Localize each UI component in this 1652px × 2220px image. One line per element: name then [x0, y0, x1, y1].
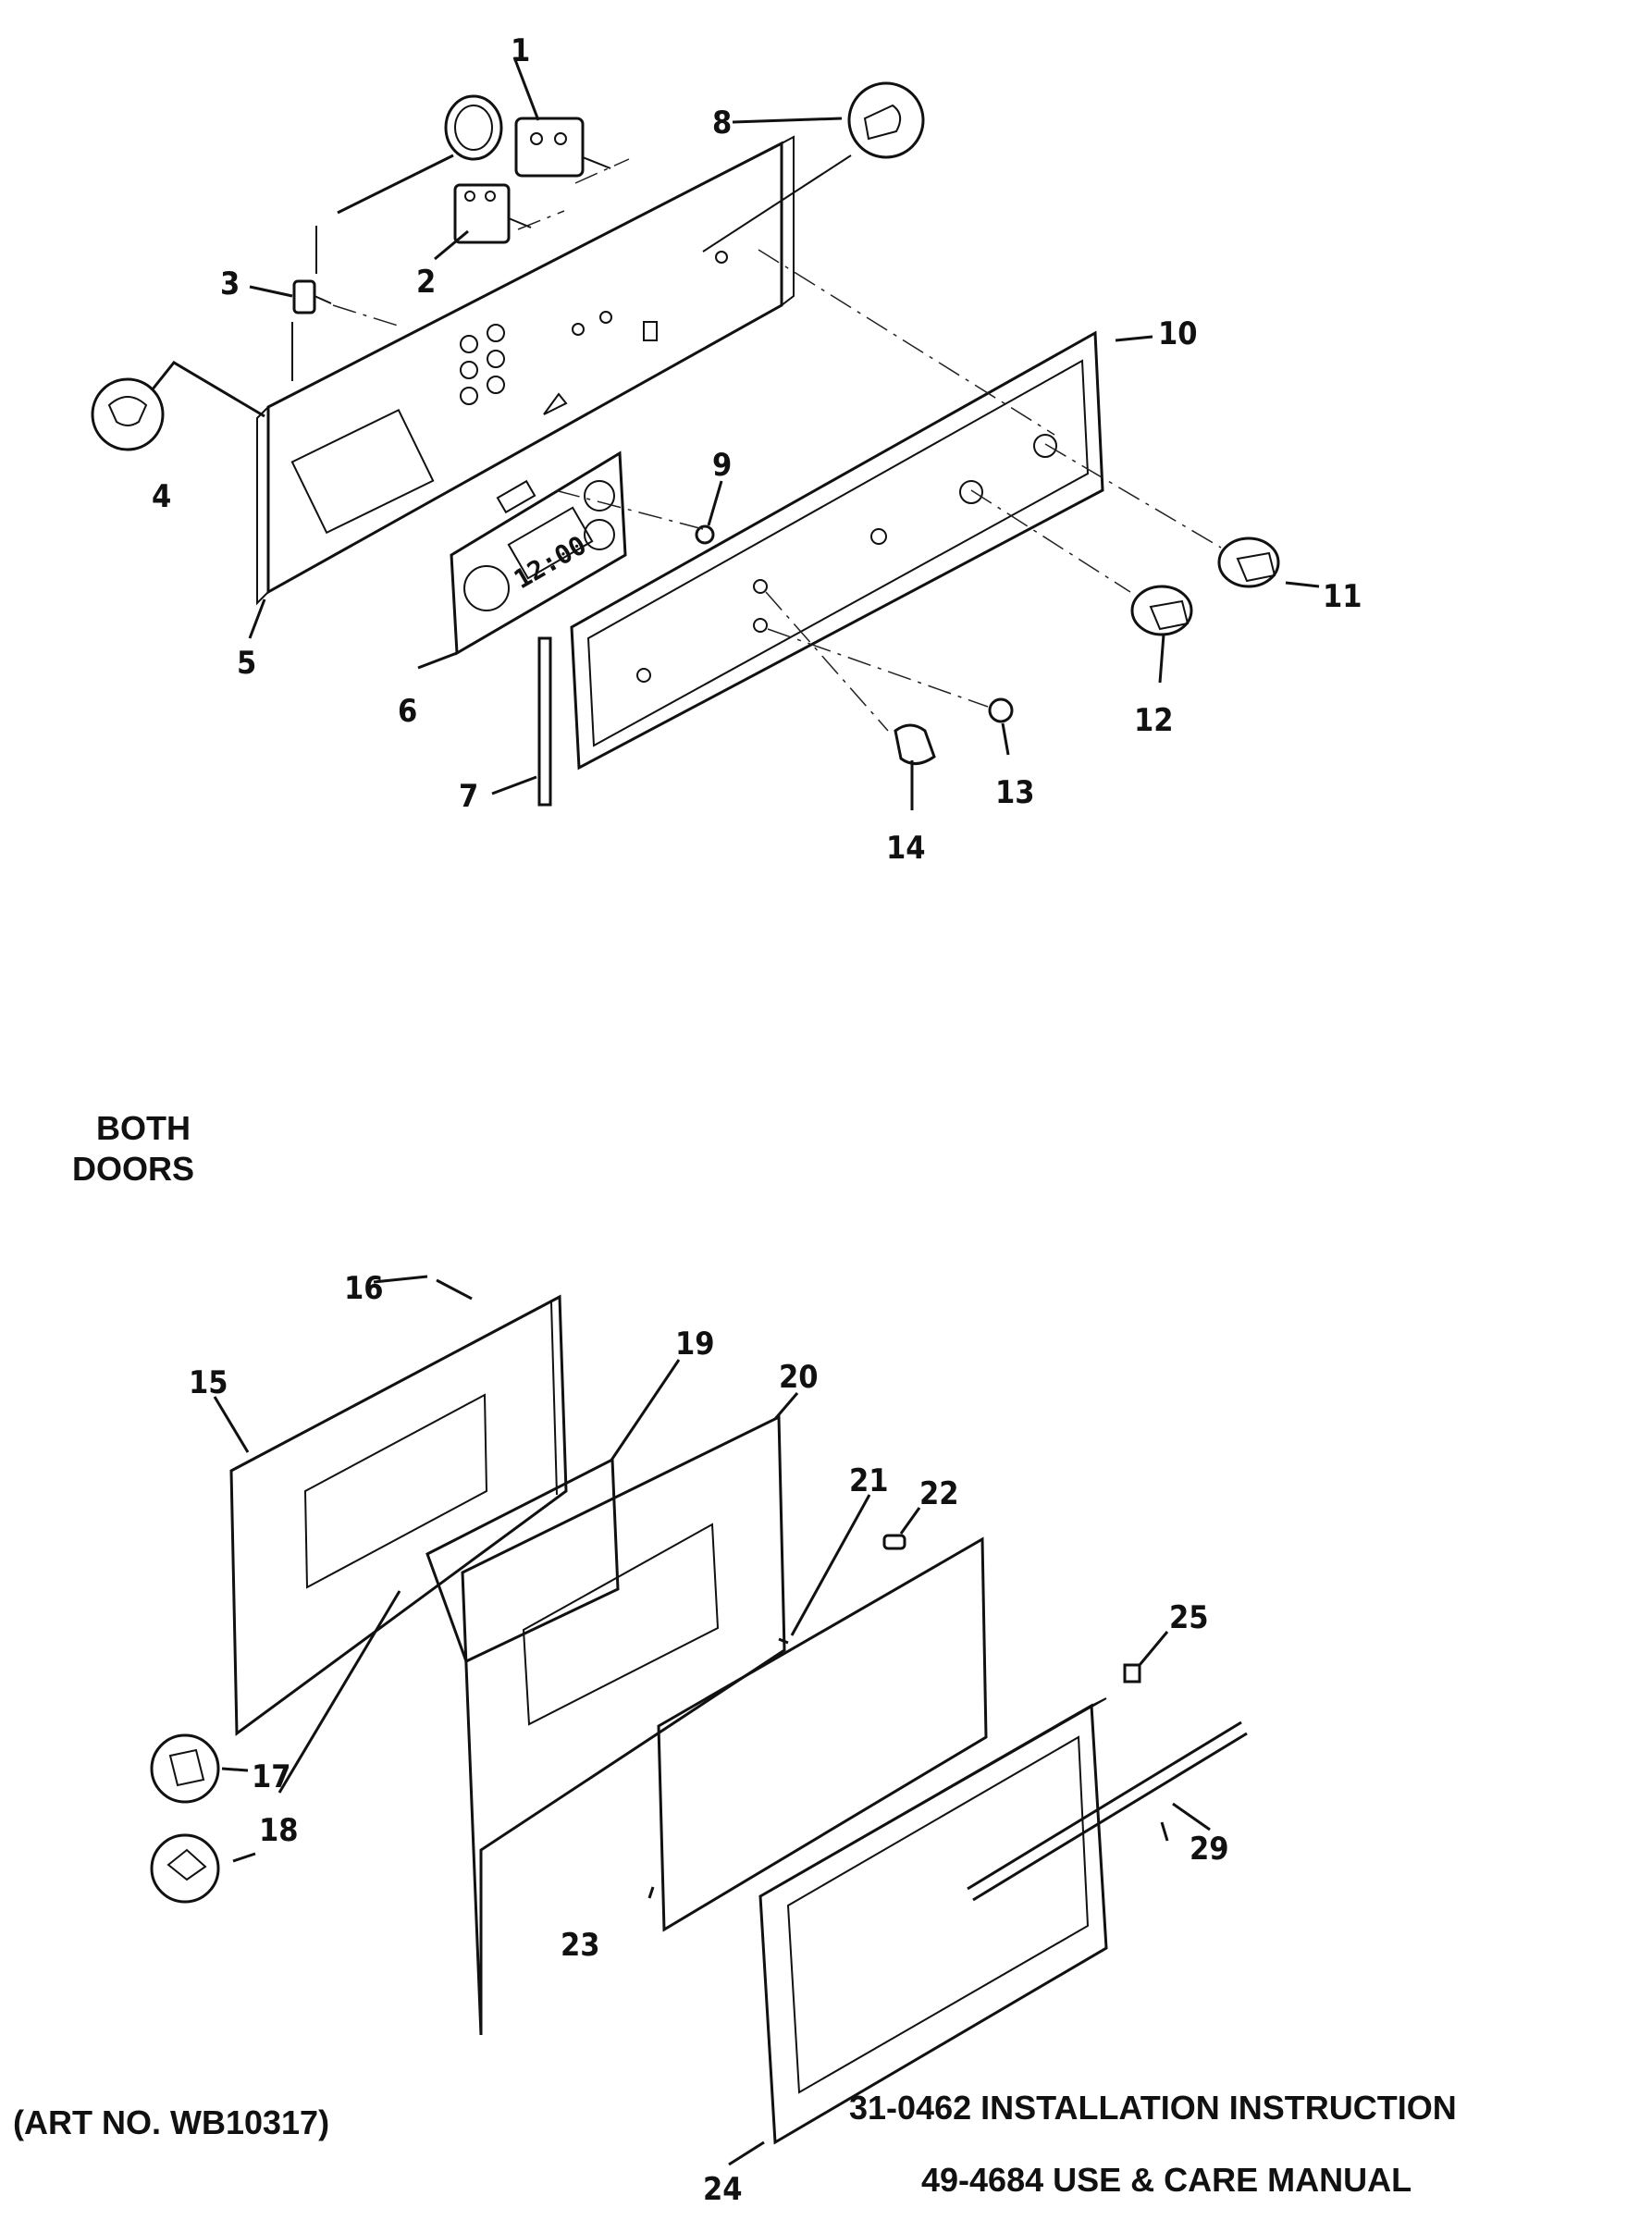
part-12-knob [1130, 585, 1193, 636]
part-15-inner-door [229, 1294, 568, 1736]
part-5-bracket [256, 135, 795, 606]
callout-7: 7 [459, 778, 478, 815]
callout-6: 6 [398, 693, 417, 730]
callout-1: 1 [511, 32, 530, 69]
door-assembly [150, 1275, 1248, 2166]
part-21-pin [778, 1637, 789, 1645]
part-11-knob [1217, 536, 1280, 588]
part-18-detail [150, 1833, 220, 1904]
leader-lines-top [248, 56, 1320, 810]
part-16-screw [436, 1278, 473, 1301]
callout-numbers: 1 2 3 4 5 6 7 8 9 10 11 12 13 14 15 16 1… [152, 32, 1362, 2208]
heading-line-1: BOTH [96, 1109, 191, 1147]
control-panel-assembly: 12:00 [91, 56, 1320, 810]
callout-21: 21 [849, 1462, 889, 1499]
callout-8: 8 [712, 105, 732, 142]
callout-17: 17 [252, 1758, 291, 1795]
callout-2: 2 [416, 264, 436, 301]
art-number: (ART NO. WB10317) [13, 2103, 330, 2141]
part-29-handle [967, 1720, 1248, 1902]
heading-line-2: DOORS [72, 1150, 195, 1188]
callout-5: 5 [237, 645, 256, 682]
part-14-knob [894, 723, 936, 765]
part-10-control-panel [570, 330, 1104, 771]
callout-14: 14 [886, 830, 926, 867]
part-3-switch [291, 226, 332, 381]
callout-29: 29 [1190, 1831, 1229, 1868]
part-8-lamp-detail [702, 81, 925, 253]
part-25-clip [1123, 1663, 1141, 1684]
callout-13: 13 [995, 774, 1035, 811]
callout-25: 25 [1169, 1599, 1209, 1636]
callout-23: 23 [561, 1927, 600, 1964]
assembly-lines-top [332, 158, 1222, 732]
callout-4: 4 [152, 478, 171, 515]
callout-15: 15 [189, 1364, 228, 1401]
part-24-door-frame [758, 1697, 1108, 2145]
part-22-spacer [882, 1534, 906, 1550]
callout-16: 16 [344, 1270, 384, 1307]
callout-19: 19 [675, 1326, 715, 1363]
part-4-clip-detail [91, 361, 265, 451]
part-1-thermostat [337, 94, 611, 215]
callout-20: 20 [779, 1359, 819, 1396]
clock-readout: 12:00 [509, 529, 592, 595]
callout-22: 22 [919, 1475, 959, 1512]
part-7-trim-strip [537, 636, 552, 807]
part-19-insulation [425, 1457, 620, 1664]
part-9-grommet [695, 524, 715, 545]
part-20-door-liner [461, 1414, 786, 2036]
leader-lines-bottom [213, 1275, 1211, 2166]
callout-24: 24 [703, 2171, 743, 2208]
callout-11: 11 [1323, 578, 1362, 615]
part-23-glass [657, 1536, 988, 1932]
callout-10: 10 [1158, 315, 1198, 352]
section-heading: BOTH DOORS [72, 1108, 194, 1190]
callout-3: 3 [220, 265, 240, 302]
part-13-washer [988, 697, 1014, 723]
callout-18: 18 [259, 1812, 299, 1849]
callout-12: 12 [1134, 702, 1174, 739]
part-17-detail [150, 1733, 220, 1804]
reference-note-manual: 49-4684 USE & CARE MANUAL [921, 2161, 1412, 2199]
callout-9: 9 [712, 447, 732, 484]
part-6-clock-timer: 12:00 [450, 450, 627, 656]
reference-note-installation: 31-0462 INSTALLATION INSTRUCTION [849, 2089, 1457, 2127]
